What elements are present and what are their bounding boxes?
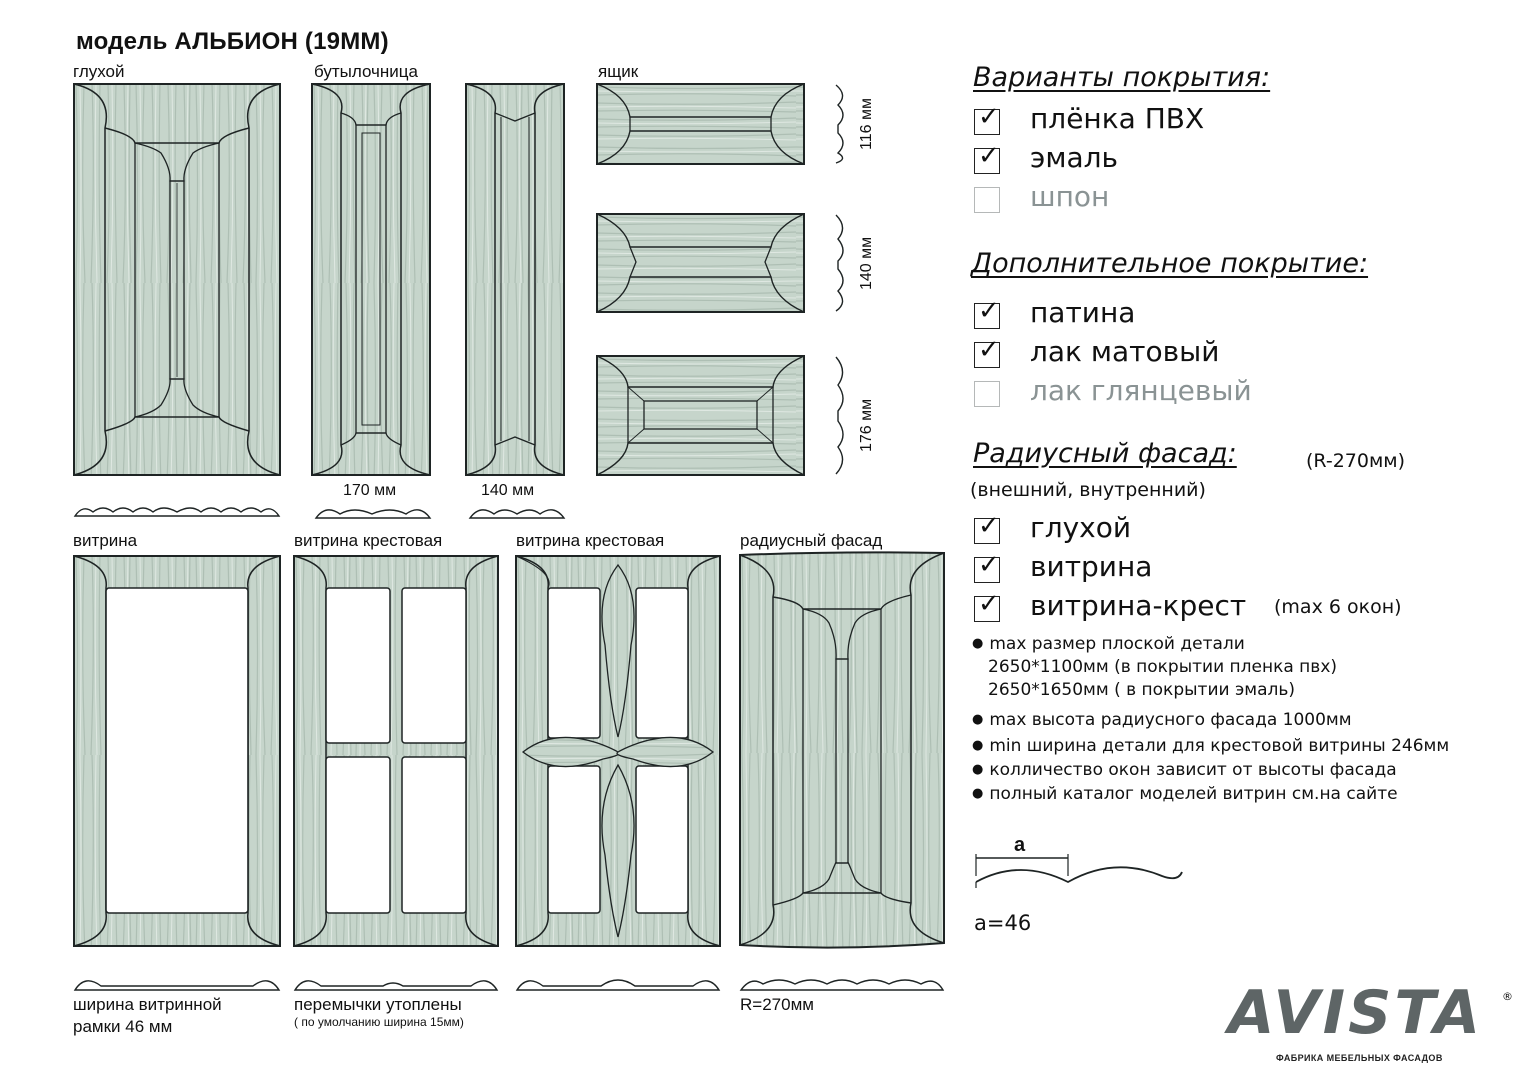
note-frame-width-2: рамки 46 мм [73, 1017, 173, 1036]
check-icon: ✓ [978, 141, 1000, 171]
checkbox-radial-cross[interactable]: ✓ [974, 591, 1000, 622]
note-item: ●min ширина детали для крестовой витрины… [972, 736, 1450, 756]
option-gloss: лак глянцевый [1030, 374, 1252, 407]
check-icon: ✓ [978, 102, 1000, 132]
profile-yashik-140 [835, 214, 844, 312]
profile-butylochnica-140 [468, 509, 566, 519]
label-radius: радиусный фасад [740, 531, 883, 550]
profile-vitrina [73, 980, 281, 991]
logo-registered-mark: ® [1502, 990, 1513, 1003]
option-radial-cross-suffix: (max 6 окон) [1274, 596, 1402, 618]
radial-subnote: (внешний, внутренний) [970, 479, 1206, 501]
option-patina: патина [1030, 296, 1136, 329]
option-pvc: плёнка ПВХ [1030, 102, 1205, 135]
option-radial-cross: витрина-крест [1030, 589, 1247, 622]
checkbox-veneer[interactable] [974, 187, 1000, 213]
profile-radius [739, 979, 945, 991]
profile-vitrina-krest-1 [293, 980, 499, 991]
checkbox-patina[interactable]: ✓ [974, 298, 1000, 329]
heading-radial: Радиусный фасад: [973, 438, 1237, 469]
panel-yashik-116 [596, 83, 805, 165]
profile-a-value: a=46 [974, 911, 1032, 935]
checkbox-gloss[interactable] [974, 381, 1000, 407]
option-radial-solid: глухой [1030, 511, 1132, 544]
note-item: ●max высота радиусного фасада 1000мм [972, 710, 1352, 730]
panel-yashik-176 [596, 355, 805, 476]
profile-a-label: a [1014, 834, 1026, 856]
check-icon: ✓ [978, 511, 1000, 541]
panel-yashik-140 [596, 213, 805, 313]
option-veneer: шпон [1030, 180, 1110, 213]
note-item: 2650*1100мм (в покрытии пленка пвх) [988, 657, 1338, 677]
note-bridges-default: ( по умолчанию ширина 15мм) [294, 1015, 464, 1029]
notes-list: ●max размер плоской детали 2650*1100мм (… [972, 632, 1449, 806]
bullet-icon: ● [972, 786, 984, 801]
note-bridges: перемычки утоплены [294, 995, 462, 1014]
panel-vitrina [73, 555, 281, 947]
bullet-icon: ● [972, 762, 984, 777]
dim-h140: 140 мм [858, 236, 875, 290]
check-icon: ✓ [978, 335, 1000, 365]
profile-gluhoi [73, 507, 281, 517]
heading-extra: Дополнительное покрытие: [971, 248, 1369, 279]
note-item: ●полный каталог моделей витрин см.на сай… [972, 784, 1398, 804]
check-icon: ✓ [978, 589, 1000, 619]
label-vitrina-krest-2: витрина крестовая [516, 531, 665, 550]
checkbox-pvc[interactable]: ✓ [974, 104, 1000, 135]
note-radius-value: R=270мм [740, 995, 814, 1014]
profile-yashik-116 [835, 84, 844, 164]
note-item: ●колличество окон зависит от высоты фаса… [972, 760, 1397, 780]
panel-radius [739, 551, 945, 949]
check-icon: ✓ [978, 550, 1000, 580]
option-enamel: эмаль [1030, 141, 1119, 174]
bullet-icon: ● [972, 712, 984, 727]
note-item: ●max размер плоской детали [972, 634, 1245, 654]
note-item: 2650*1650мм ( в покрытии эмаль) [988, 680, 1296, 700]
checkbox-matte[interactable]: ✓ [974, 337, 1000, 368]
bullet-icon: ● [972, 636, 984, 651]
profile-a-diagram [975, 854, 1183, 888]
label-yashik: ящик [598, 62, 639, 81]
profile-butylochnica-170 [314, 509, 432, 519]
option-matte: лак матовый [1030, 335, 1220, 368]
option-radial-showcase: витрина [1030, 550, 1153, 583]
profile-vitrina-krest-2 [515, 979, 721, 991]
profile-yashik-176 [835, 356, 844, 475]
checkbox-enamel[interactable]: ✓ [974, 143, 1000, 174]
bullet-icon: ● [972, 738, 984, 753]
checkbox-radial-solid[interactable]: ✓ [974, 513, 1000, 544]
check-icon: ✓ [978, 296, 1000, 326]
dim-w170: 170 мм [343, 482, 397, 499]
label-vitrina: витрина [73, 531, 138, 550]
panel-butylochnica-170 [311, 83, 431, 476]
panel-gluhoi [73, 83, 281, 476]
radial-radius-note: (R-270мм) [1306, 450, 1406, 472]
page-title: модель АЛЬБИОН (19ММ) [76, 28, 389, 55]
logo-tagline: ФАБРИКА МЕБЕЛЬНЫХ ФАСАДОВ [1276, 1053, 1443, 1063]
checkbox-radial-showcase[interactable]: ✓ [974, 552, 1000, 583]
panel-butylochnica-140 [465, 83, 565, 476]
panel-vitrina-krest-2 [515, 555, 721, 947]
heading-coverage: Варианты покрытия: [973, 62, 1271, 93]
label-butylochnica: бутылочница [314, 62, 418, 81]
label-vitrina-krest-1: витрина крестовая [294, 531, 443, 550]
note-frame-width-1: ширина витринной [73, 995, 222, 1014]
dim-w140: 140 мм [481, 482, 535, 499]
dim-h176: 176 мм [858, 398, 875, 452]
dim-h116: 116 мм [858, 98, 875, 150]
logo-avista: AVISTA [1228, 978, 1484, 1048]
panel-vitrina-krest-1 [293, 555, 499, 947]
label-gluhoi: глухой [73, 62, 125, 81]
